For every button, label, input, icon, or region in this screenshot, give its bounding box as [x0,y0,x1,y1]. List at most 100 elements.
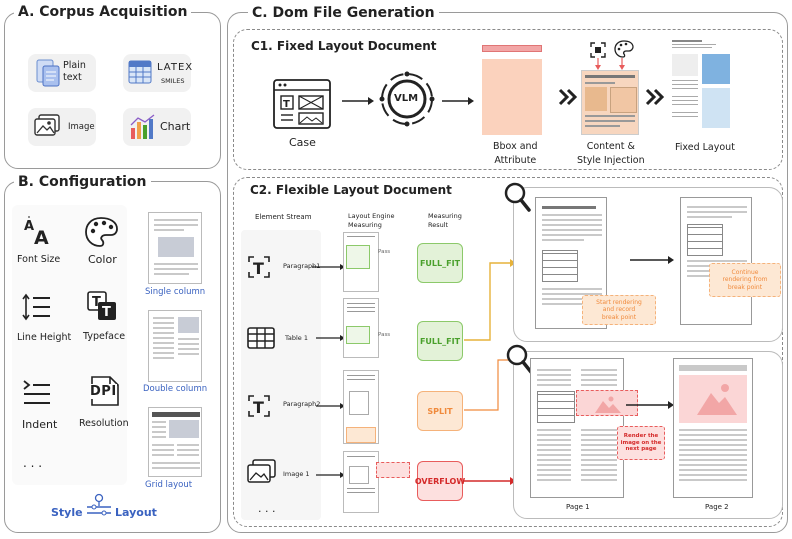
grid-layout-label: Grid layout [145,480,193,490]
header-layout-engine: Layout Engine Measuring [348,212,395,229]
resolution-label: Resolution [79,418,129,429]
magnifier-icon-top [504,182,531,212]
font-size-icon: A A [24,216,49,249]
scan-icon [590,42,606,58]
indent-label: Indent [22,418,58,431]
typeface-label: Typeface [83,331,126,342]
chart-card [123,108,191,146]
layout-footer-label: Layout [115,506,157,519]
arrow-to-next-page [626,401,674,409]
style-palette-icon [614,40,634,58]
line-height-label: Line Height [17,332,72,343]
table1-label: Table 1 [285,334,309,342]
pass-label-2: Pass [378,332,391,338]
measuring-page-4 [343,451,379,513]
measuring-page-1 [343,232,379,292]
double-column-label: Double column [143,384,208,394]
page2-label: Page 2 [705,503,729,511]
note-render-next-page: Render the image on the next page [617,426,665,460]
panel-a-title: A. Corpus Acquisition [14,4,192,20]
injection-arrows [595,58,625,70]
resolution-icon: DPI [88,374,122,408]
line-height-icon [22,293,50,321]
document-icon [36,59,60,87]
header-element-stream: Element Stream [255,213,312,221]
measuring-page-2 [343,298,379,358]
svg-text:A: A [24,219,34,234]
case-document-icon: T [273,79,331,129]
note-start-rendering: Start rendering and record break point [582,295,656,325]
typeface-icon: T T [87,291,116,320]
dpi-text: DPI [90,384,117,399]
style-layout-connector-icon [87,493,111,516]
style-footer-label: Style [51,506,83,519]
result-badge-full-fit-1: FULL_FIT [417,243,463,283]
measuring-page-3 [343,370,379,444]
panel-b-title: B. Configuration [14,174,151,190]
chart-label: Chart [160,120,191,133]
injection-label: Content & Style Injection [577,141,645,166]
svg-text:T: T [92,295,101,310]
bbox-page [482,45,542,135]
render-page-2-top [680,197,752,325]
c2-title: C2. Flexible Layout Document [250,183,452,197]
render-page-1-bottom [530,358,624,498]
image1-label: Image 1 [283,470,310,478]
svg-text:T: T [102,305,111,320]
table-icon [128,60,152,84]
overflow-image-block [376,462,410,478]
single-column-label: Single column [145,287,206,297]
result-badge-overflow: OVERFLOW [415,461,465,501]
arrow-page1-to-page2-top [630,256,674,264]
table-element-icon [247,327,275,349]
render-page-2-bottom [673,358,753,498]
double-column-thumbnail [148,310,202,382]
injected-page [581,70,639,135]
indent-icon [23,380,50,404]
vlm-label: VLM [394,93,419,104]
latex-label: LATEX [157,62,194,73]
palette-icon [85,217,118,247]
result-badge-split: SPLIT [417,391,463,431]
stream-arrows [312,264,345,478]
fixed-layout-page [670,38,732,136]
pass-label-1: Pass [378,249,391,255]
page1-label: Page 1 [566,503,590,511]
image-label: Image [68,122,95,132]
magnifier-icon-bottom [506,344,533,374]
svg-text:A: A [34,227,49,249]
color-label: Color [88,253,117,266]
paragraph-icon-1: T [248,256,270,278]
paragraph1-label: Paragraph1 [283,262,321,270]
style-options-box [12,205,127,485]
image-element-icon [247,459,276,483]
image-icon [34,114,60,136]
svg-text:T: T [253,259,264,278]
c1-title: C1. Fixed Layout Document [251,39,437,53]
single-column-thumbnail [148,212,202,284]
result-badge-full-fit-2: FULL_FIT [417,321,463,361]
plain-text-label: Plain text [63,60,86,83]
element-stream-ellipsis: . . . [258,502,276,515]
more-options-ellipsis: . . . [23,456,43,470]
svg-text:T: T [283,99,290,110]
paragraph2-label: Paragraph2 [283,400,321,408]
paragraph-icon-2: T [248,395,270,417]
grid-layout-thumbnail [148,407,202,477]
note-continue-rendering: Continue rendering from break point [709,263,781,297]
arrow-case-to-vlm [342,97,374,105]
chart-icon [130,114,155,139]
panel-c-title: C. Dom File Generation [248,5,439,21]
fixed-layout-label: Fixed Layout [675,142,735,153]
result-connectors [464,259,516,485]
header-measuring-result: Measuring Result [428,212,462,229]
overflowing-image-ghost [576,390,638,416]
vlm-icon [379,71,435,127]
font-size-label: Font Size [17,254,61,265]
render-page-1-top [535,197,607,329]
smiles-label: SMILES [161,77,185,85]
svg-text:T: T [253,398,264,417]
case-label: Case [289,136,316,149]
arrow-vlm-to-bbox [442,97,474,105]
bbox-label: Bbox and Attribute [493,141,538,166]
